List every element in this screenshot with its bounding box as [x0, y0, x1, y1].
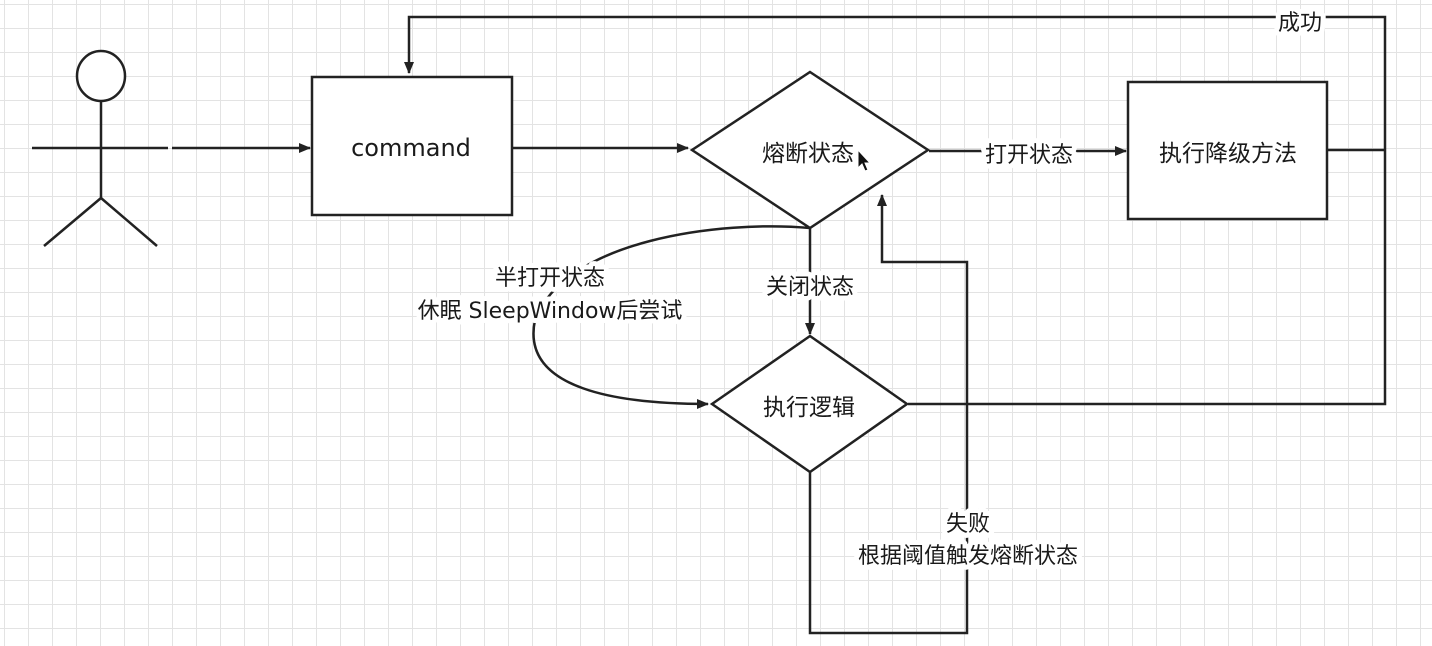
node-fallback: 执行降级方法 [1126, 80, 1329, 221]
node-breaker-state-label: 熔断状态 [762, 141, 854, 167]
edge-label-closed-state: 关闭状态 [766, 275, 854, 300]
node-execute-logic: 执行逻辑 [709, 334, 910, 474]
node-command-label: command [351, 134, 471, 162]
edge-label-open-state: 打开状态 [985, 143, 1073, 168]
edge-label-trigger-breaker: 根据阈值触发熔断状态 [858, 544, 1078, 569]
edge-label-failure: 失败 [946, 512, 990, 537]
actor-icon [32, 49, 168, 247]
edge-label-half-open: 半打开状态 [495, 266, 605, 291]
edge-failure-loop [808, 194, 969, 635]
node-breaker-state: 熔断状态 [689, 70, 931, 230]
edge-label-sleep-window: 休眠 SleepWindow后尝试 [418, 299, 683, 324]
mouse-cursor-icon [857, 148, 872, 172]
node-command: command [310, 75, 514, 217]
edge-half-open-curve [532, 225, 811, 409]
edge-label-success: 成功 [1278, 11, 1322, 36]
node-fallback-label: 执行降级方法 [1159, 141, 1297, 167]
node-execute-logic-label: 执行逻辑 [763, 395, 855, 421]
edge-success-loop [404, 15, 1387, 406]
